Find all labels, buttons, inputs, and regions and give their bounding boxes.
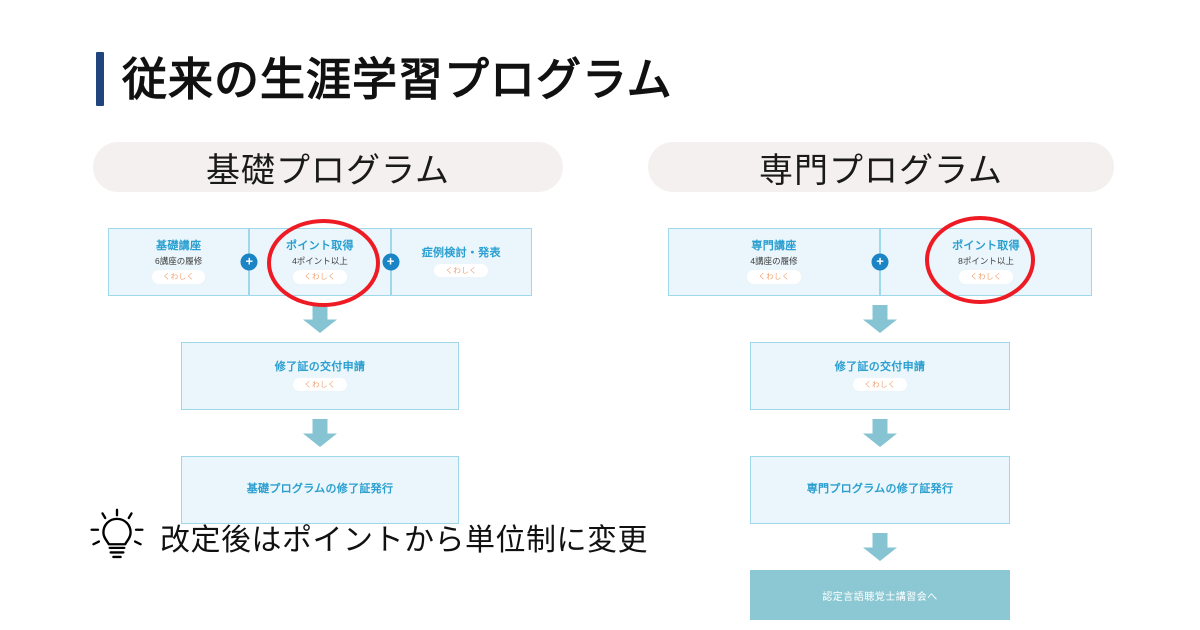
expert-step-points-title: ポイント取得 [952, 240, 1020, 253]
expert-step-certificate-issued: 専門プログラムの修了証発行 [750, 456, 1010, 524]
flowchart-expert: 専門講座 4講座の履修 くわしく ポイント取得 8ポイント以上 くわしく + 修… [668, 228, 1092, 620]
plus-icon: + [871, 253, 889, 271]
section-header-expert-label: 専門プログラム [759, 151, 1003, 190]
lightbulb-icon [90, 508, 144, 559]
expert-step-course-sub: 4講座の履修 [750, 255, 798, 266]
down-arrow-icon [303, 419, 337, 447]
expert-step-course[interactable]: 専門講座 4講座の履修 くわしく [668, 228, 880, 296]
expert-step-points[interactable]: ポイント取得 8ポイント以上 くわしく [880, 228, 1092, 296]
footnote-text: 改定後はポイントから単位制に変更 [160, 524, 648, 557]
basic-step-points[interactable]: ポイント取得 4ポイント以上 くわしく [249, 228, 391, 296]
plus-icon: + [382, 253, 400, 271]
down-arrow-icon [303, 305, 337, 333]
page-title-text: 従来の生涯学習プログラム [122, 53, 673, 105]
expert-final-cta-label: 認定言語聴覚士講習会へ [822, 591, 938, 603]
basic-step-certificate-application-link[interactable]: くわしく [293, 377, 347, 392]
basic-step-course-sub: 6講座の履修 [155, 255, 203, 266]
basic-step-points-link[interactable]: くわしく [293, 269, 347, 284]
basic-step-case-study[interactable]: 症例検討・発表 くわしく [390, 228, 532, 296]
basic-step-course-title: 基礎講座 [156, 240, 202, 253]
down-arrow-icon [863, 533, 897, 561]
down-arrow-icon [863, 419, 897, 447]
expert-step-certificate-application[interactable]: 修了証の交付申請 くわしく [750, 342, 1010, 410]
expert-step-certificate-issued-title: 専門プログラムの修了証発行 [806, 483, 954, 496]
basic-step-points-sub: 4ポイント以上 [292, 255, 348, 266]
section-header-basic: 基礎プログラム [93, 142, 563, 192]
expert-step-points-sub: 8ポイント以上 [958, 255, 1014, 266]
flowchart-basic: 基礎講座 6講座の履修 くわしく ポイント取得 4ポイント以上 くわしく 症例検… [108, 228, 532, 524]
basic-step-certificate-issued: 基礎プログラムの修了証発行 [181, 456, 459, 524]
page-title: 従来の生涯学習プログラム [96, 52, 673, 106]
basic-step-case-study-title: 症例検討・発表 [421, 246, 501, 259]
expert-final-cta[interactable]: 認定言語聴覚士講習会へ [750, 570, 1010, 620]
basic-step-certificate-application[interactable]: 修了証の交付申請 くわしく [181, 342, 459, 410]
section-header-basic-label: 基礎プログラム [206, 151, 450, 190]
basic-step-case-study-link[interactable]: くわしく [434, 263, 489, 278]
expert-step-certificate-application-title: 修了証の交付申請 [834, 360, 926, 373]
expert-step-certificate-application-link[interactable]: くわしく [853, 377, 907, 392]
basic-step-certificate-issued-title: 基礎プログラムの修了証発行 [246, 483, 394, 496]
basic-step-points-title: ポイント取得 [286, 240, 354, 253]
expert-step-points-link[interactable]: くわしく [959, 269, 1013, 284]
basic-step-course[interactable]: 基礎講座 6講座の履修 くわしく [108, 228, 250, 296]
title-accent-bar [96, 52, 104, 106]
expert-step-course-title: 専門講座 [751, 240, 797, 253]
footnote: 改定後はポイントから単位制に変更 [88, 508, 648, 566]
plus-icon: + [240, 253, 258, 271]
expert-top-row: 専門講座 4講座の履修 くわしく ポイント取得 8ポイント以上 くわしく + [668, 228, 1092, 296]
section-header-expert: 専門プログラム [648, 142, 1114, 192]
basic-step-certificate-application-title: 修了証の交付申請 [274, 360, 366, 373]
basic-top-row: 基礎講座 6講座の履修 くわしく ポイント取得 4ポイント以上 くわしく 症例検… [108, 228, 532, 296]
down-arrow-icon [863, 305, 897, 333]
basic-step-course-link[interactable]: くわしく [151, 269, 206, 284]
expert-step-course-link[interactable]: くわしく [747, 269, 801, 284]
